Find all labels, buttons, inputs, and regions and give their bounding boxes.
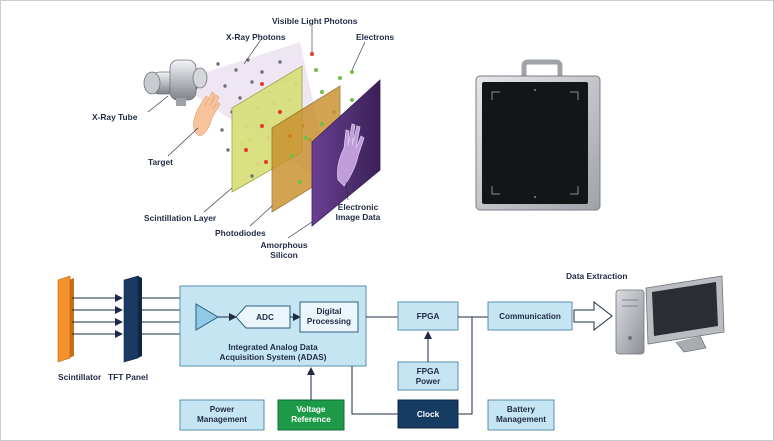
label-power-line2: Management <box>197 415 247 424</box>
power-management-block <box>179 399 265 431</box>
computer-illustration <box>615 275 725 355</box>
communication-block <box>487 301 573 331</box>
label-battery-line2: Management <box>496 415 546 424</box>
label-photodiodes: Photodiodes <box>215 228 266 238</box>
target-hand-illustration <box>193 91 221 137</box>
label-xray-tube: X-Ray Tube <box>92 112 138 122</box>
label-fpga: FPGA <box>417 312 440 321</box>
clock-block <box>397 399 459 429</box>
xray-tube-illustration <box>143 59 208 106</box>
label-leaders <box>147 26 366 239</box>
label-amorphous-silicon-line1: Amorphous <box>261 240 308 250</box>
label-amorphous-silicon-line2: Silicon <box>270 250 297 260</box>
label-communication: Communication <box>499 312 561 321</box>
label-tft-panel: TFT Panel <box>108 372 148 382</box>
label-fpga-power-line2: Power <box>416 377 441 386</box>
flat-panel-detector-illustration <box>475 59 601 211</box>
label-adc: ADC <box>256 313 274 322</box>
label-digital-line1: Digital <box>316 307 341 316</box>
digital-processing-block <box>299 301 359 333</box>
clock-connections <box>351 317 473 415</box>
label-adas-line1: Integrated Analog Data <box>228 343 318 352</box>
amplifier-triangle <box>195 303 219 331</box>
label-scintillation-layer: Scintillation Layer <box>144 213 217 223</box>
label-power-line1: Power <box>210 405 235 414</box>
label-digital-line2: Processing <box>307 317 351 326</box>
battery-management-block <box>487 399 555 431</box>
fpga-power-block <box>397 361 459 391</box>
label-clock: Clock <box>417 410 440 419</box>
label-electronic-image-data-line2: Image Data <box>336 212 381 222</box>
label-voltage-line2: Reference <box>291 415 331 424</box>
label-data-extraction: Data Extraction <box>566 271 627 281</box>
fpga-block <box>397 301 459 331</box>
data-extraction-arrow <box>573 300 613 332</box>
scintillator-to-tft-arrows <box>72 294 123 338</box>
label-scintillator: Scintillator <box>58 372 102 382</box>
tft-panel-block <box>123 275 142 363</box>
label-electronic-image-data-line1: Electronic <box>338 202 379 212</box>
label-adas-line2: Acquisition System (ADAS) <box>220 353 327 362</box>
label-visible-light-photons: Visible Light Photons <box>272 16 358 26</box>
xray-hand-image <box>337 123 365 187</box>
label-battery-line1: Battery <box>507 405 536 414</box>
label-fpga-power-line1: FPGA <box>417 367 440 376</box>
label-electrons: Electrons <box>356 32 395 42</box>
label-target: Target <box>148 157 173 167</box>
label-voltage-line1: Voltage <box>297 405 326 414</box>
scintillator-block <box>57 275 74 363</box>
label-xray-photons: X-Ray Photons <box>226 32 286 42</box>
